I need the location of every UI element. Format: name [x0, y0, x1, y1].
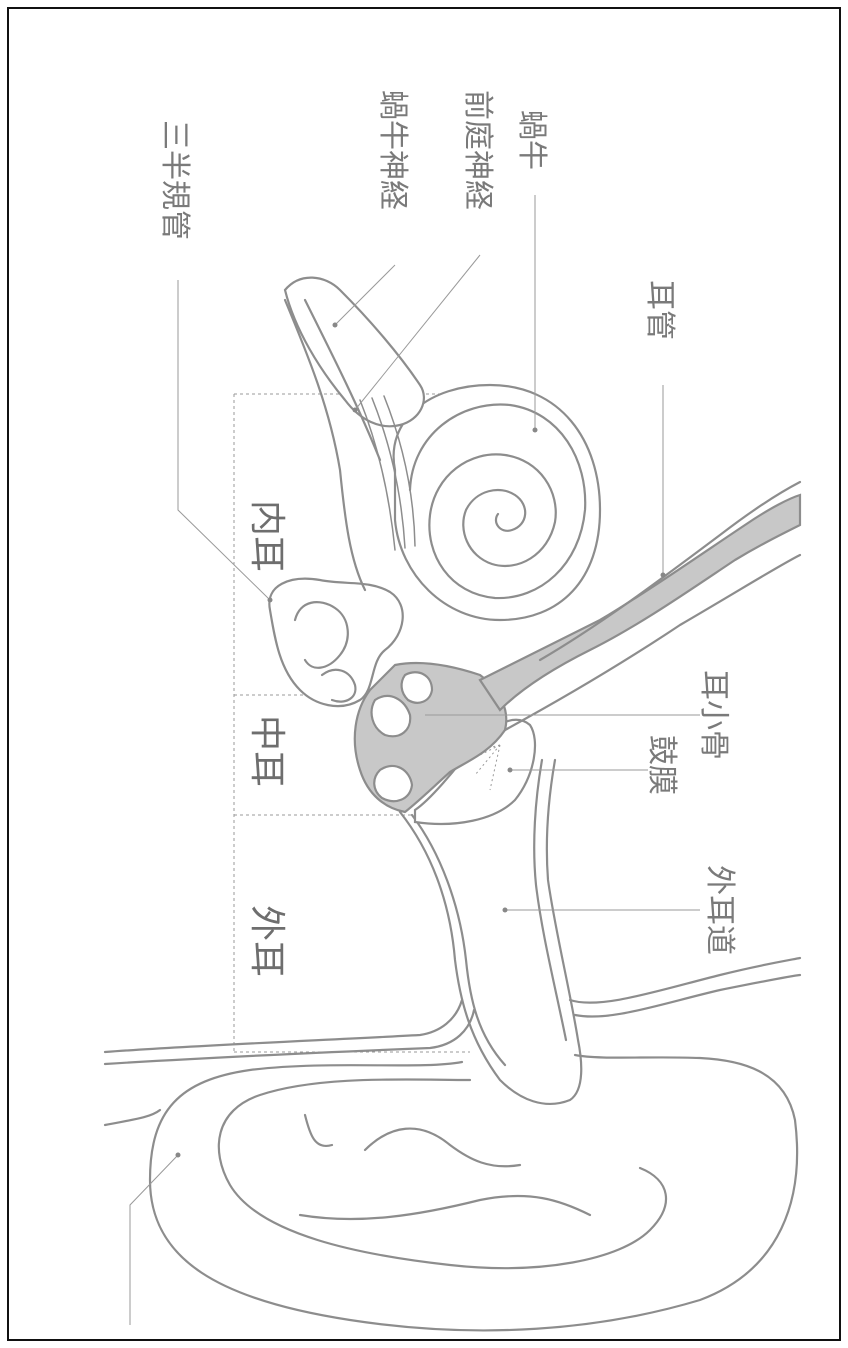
nerves — [283, 276, 426, 592]
auricle — [103, 1053, 799, 1332]
label-ear-canal: 外耳道 — [702, 865, 737, 955]
semicircular-canals — [268, 577, 404, 708]
head-surface — [103, 956, 802, 1066]
leader-lines — [129, 195, 700, 1325]
label-inner-ear: 内耳 — [246, 500, 287, 572]
label-eardrum: 鼓膜 — [644, 735, 679, 795]
label-cochlea: 蝸牛 — [514, 110, 549, 170]
label-cochlear-nerve: 蝸牛神経 — [375, 90, 410, 210]
middle-ear-cavity — [353, 661, 508, 814]
label-outer-ear: 外耳 — [246, 905, 287, 977]
ear-canal — [398, 758, 583, 1105]
label-middle-ear: 中耳 — [246, 715, 287, 787]
label-eustachian-tube: 耳管 — [642, 280, 677, 340]
eustachian-tube — [478, 480, 802, 732]
page-frame — [7, 7, 841, 1341]
cochlea — [392, 383, 602, 622]
labels: 三半規管 蝸牛神経 前庭神経 蝸牛 耳管 耳小骨 鼓膜 外耳道 内耳 中耳 外耳 — [157, 90, 737, 977]
label-semicircular-canals: 三半規管 — [157, 120, 192, 240]
label-vestibular-nerve: 前庭神経 — [460, 90, 495, 210]
label-ossicles: 耳小骨 — [696, 670, 731, 760]
